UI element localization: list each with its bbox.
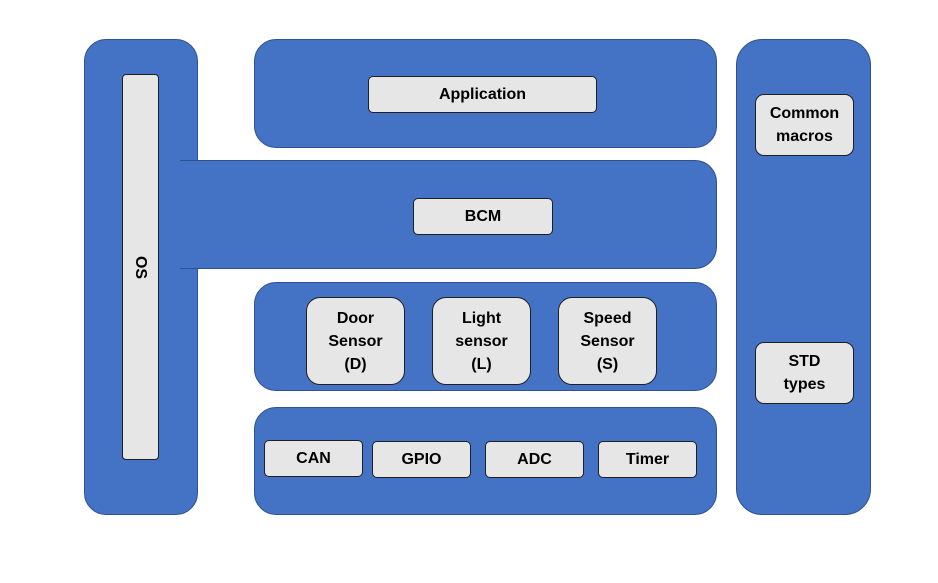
os-label: OS: [132, 255, 149, 279]
light-sensor-box: Light sensor (L): [432, 297, 531, 385]
bcm-box: BCM: [413, 198, 553, 235]
application-box: Application: [368, 76, 597, 113]
common-macros-box: Common macros: [755, 94, 854, 156]
os-bcm-junction: [150, 161, 210, 268]
std-types-box: STD types: [755, 342, 854, 404]
timer-box: Timer: [598, 441, 697, 478]
gpio-box: GPIO: [372, 441, 471, 478]
can-box: CAN: [264, 440, 363, 477]
os-box: OS: [122, 74, 159, 460]
door-sensor-box: Door Sensor (D): [306, 297, 405, 385]
adc-box: ADC: [485, 441, 584, 478]
speed-sensor-box: Speed Sensor (S): [558, 297, 657, 385]
